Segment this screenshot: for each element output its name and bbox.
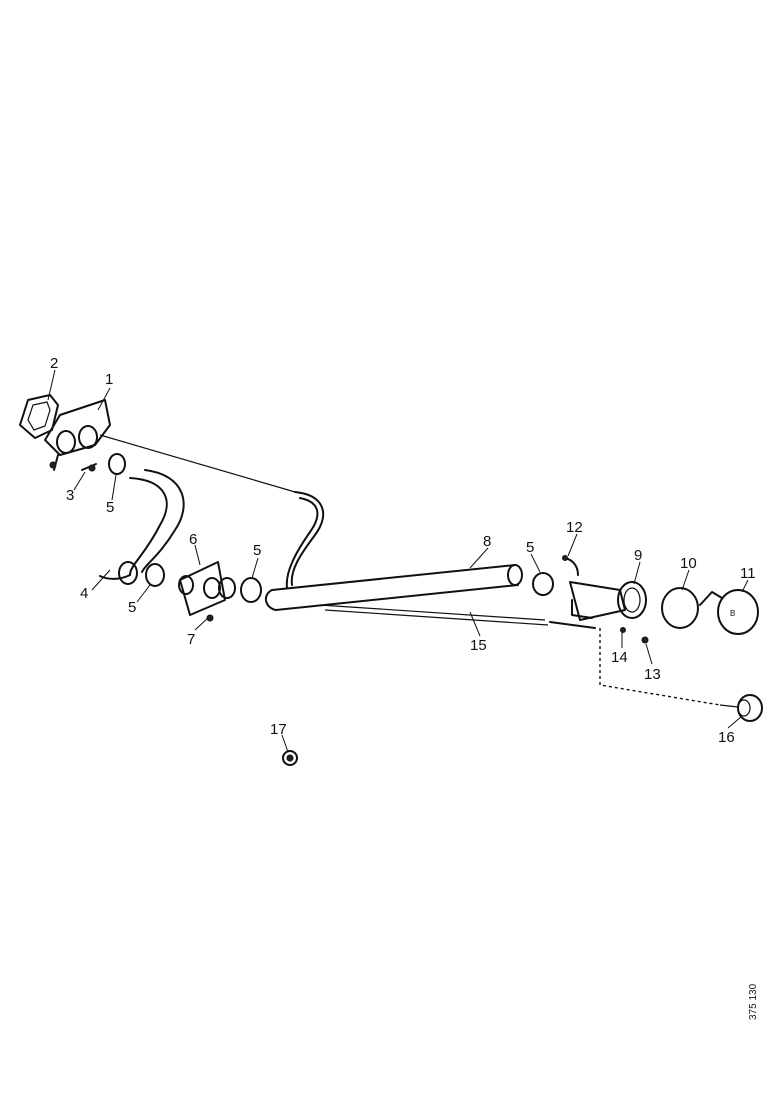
part-flange <box>178 561 236 616</box>
callout-15: 15 <box>470 637 487 654</box>
callout-3: 3 <box>66 487 74 504</box>
callout-7: 7 <box>187 631 195 648</box>
callout-5a: 5 <box>106 499 114 516</box>
part-fitting-13 <box>641 636 649 644</box>
part-dashed-wire <box>599 628 721 706</box>
callout-13: 13 <box>644 666 661 683</box>
part-gasket <box>19 394 59 439</box>
callout-6: 6 <box>189 531 197 548</box>
callout-numbers: 1 2 3 4 5 5 5 5 6 7 8 9 10 11 12 13 14 1… <box>50 355 756 746</box>
reference-code: 375 130 <box>748 983 759 1020</box>
part-fitting-14 <box>620 627 626 633</box>
part-thin-pipe <box>99 434 325 589</box>
part-rod <box>319 604 549 626</box>
callout-11: 11 <box>740 565 756 582</box>
part-housing <box>44 399 111 471</box>
part-tank-body <box>549 581 626 629</box>
callout-16: 16 <box>718 729 735 746</box>
part-clamp-top <box>108 453 126 475</box>
callout-12: 12 <box>566 519 583 536</box>
svg-text:B: B <box>730 609 735 618</box>
callout-9: 9 <box>634 547 642 564</box>
part-gasket-ring-10 <box>661 587 699 629</box>
part-ring-9 <box>617 581 647 619</box>
part-screw-12 <box>562 555 579 576</box>
callout-8: 8 <box>483 533 491 550</box>
part-clamp-lower-left <box>145 563 165 587</box>
callout-14: 14 <box>611 649 628 666</box>
callout-5b: 5 <box>128 599 136 616</box>
part-nut-17 <box>282 750 298 766</box>
callout-17: 17 <box>270 721 287 738</box>
part-clamp-right <box>532 572 554 596</box>
part-flange-bolt <box>206 614 214 622</box>
callout-10: 10 <box>680 555 697 572</box>
callout-5d: 5 <box>526 539 534 556</box>
part-long-hose <box>264 564 523 611</box>
callout-5c: 5 <box>253 542 261 559</box>
callout-1: 1 <box>105 371 113 388</box>
callout-2: 2 <box>50 355 58 372</box>
part-sender-16 <box>719 694 763 722</box>
leader-lines <box>47 369 749 753</box>
part-curved-hose <box>99 469 185 585</box>
part-bolt <box>81 463 97 472</box>
part-clamp-middle <box>240 577 262 603</box>
callout-4: 4 <box>80 585 88 602</box>
part-filler-cap-11: B <box>699 589 759 635</box>
